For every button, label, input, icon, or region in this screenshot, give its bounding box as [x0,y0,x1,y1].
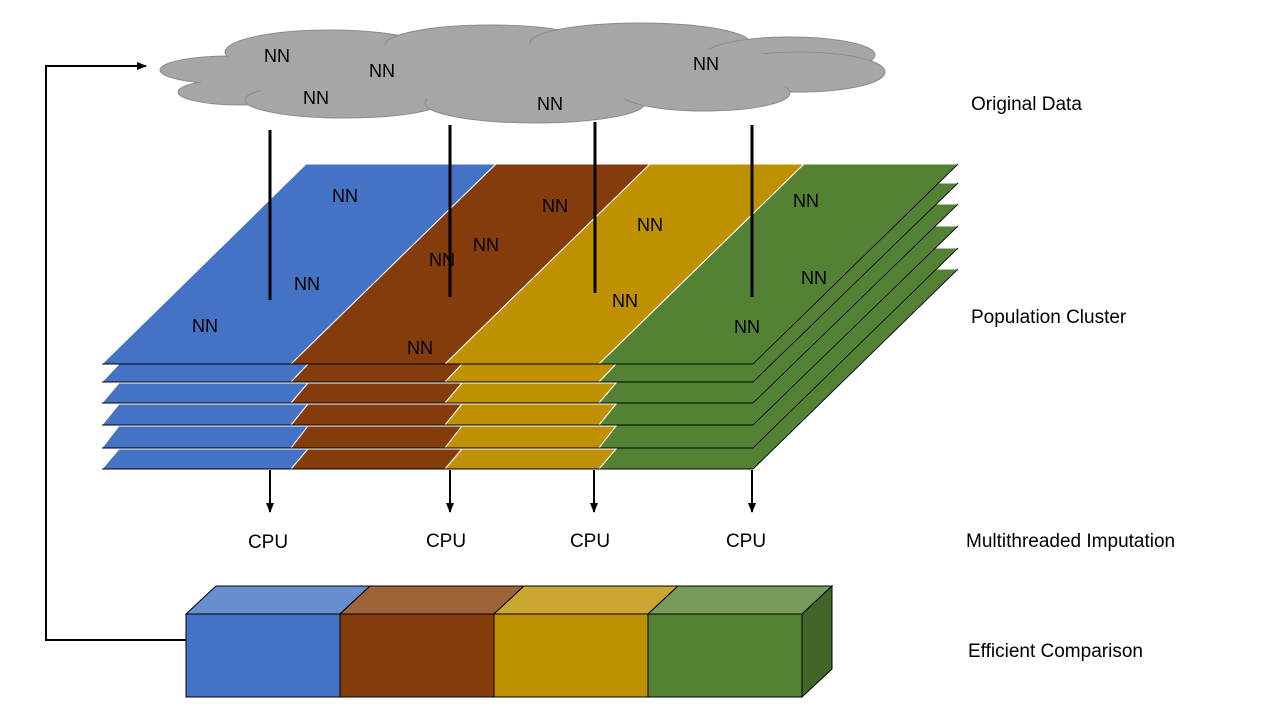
cloud-node-label: NN [303,88,329,108]
efficient-comparison-block [184,584,834,699]
original-data-label: Original Data [971,94,1082,115]
cluster-node-label: NN [542,196,568,216]
population-cluster-label: Population Cluster [971,307,1127,328]
multithreaded-imputation-label: Multithreaded Imputation [966,531,1175,552]
cpu-label: CPU [726,531,766,552]
cluster-node-label: NN [192,316,218,336]
cloud-to-cluster-lines [268,122,754,300]
cluster-node-label: NN [332,186,358,206]
cluster-node-label: NN [637,215,663,235]
cloud-node-label: NN [537,94,563,114]
cloud-node-label: NN [264,46,290,66]
layer-labels: Original Data Population Cluster Multith… [966,94,1175,662]
population-cluster-top-layer [100,163,960,365]
cluster-node-label: NN [294,274,320,294]
cpu-label: CPU [248,532,288,553]
feedback-arrow [45,62,186,641]
cluster-node-label: NN [473,235,499,255]
cluster-node-label: NN [801,268,827,288]
original-data-cloud [159,22,886,124]
cluster-node-label: NN [793,191,819,211]
cluster-node-label: NN [734,317,760,337]
efficient-comparison-label: Efficient Comparison [968,641,1143,662]
cpu-label: CPU [570,531,610,552]
cluster-node-label: NN [429,250,455,270]
cloud-node-labels: NN NN NN NN NN [264,46,719,114]
cloud-node-label: NN [693,54,719,74]
cpu-label: CPU [426,531,466,552]
layer-stack [100,163,960,470]
cpu-arrows [266,470,756,513]
cloud-node-label: NN [369,61,395,81]
cluster-node-label: NN [612,291,638,311]
cluster-node-labels: NN NN NN NN NN NN NN NN NN NN NN NN [192,186,827,358]
cluster-node-label: NN [407,338,433,358]
cpu-labels: CPU CPU CPU CPU [248,531,766,553]
